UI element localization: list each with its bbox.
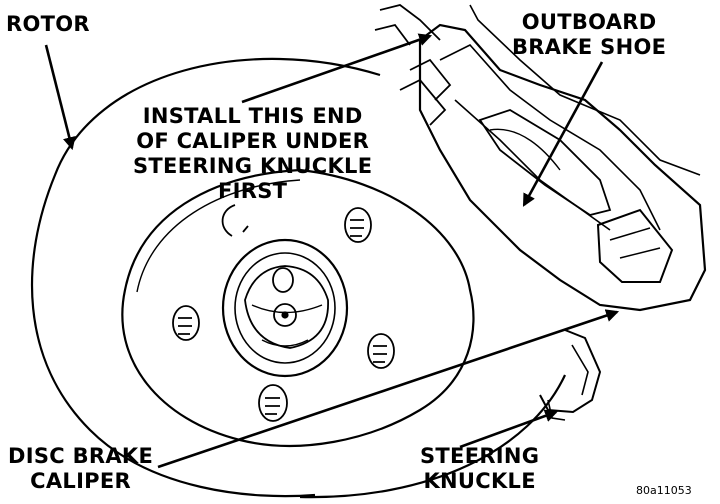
- disc-brake-caliper: [418, 23, 707, 312]
- disc-brake-caliper-label: DISC BRAKE CALIPER: [8, 444, 153, 494]
- install-label-line-1: INSTALL THIS END: [142, 104, 363, 128]
- install-label-line-2: OF CALIPER UNDER: [136, 129, 370, 153]
- rotor-lower-edge: [299, 374, 566, 499]
- rotor-face: [121, 168, 475, 447]
- install-label-line-4: FIRST: [218, 179, 288, 203]
- rotor-arrow: [44, 44, 76, 151]
- figure-code: 80a11053: [636, 484, 692, 497]
- steering-knuckle: [539, 329, 602, 414]
- caliper-arrow: [157, 309, 620, 469]
- stud-hole: [221, 204, 249, 237]
- outboard-brake-shoe-label: OUTBOARD BRAKE SHOE: [512, 10, 666, 60]
- install-instruction-label: INSTALL THIS END OF CALIPER UNDER STEERI…: [133, 104, 372, 204]
- knuckle-arrow: [459, 409, 559, 449]
- rotor-outer-edge: [31, 57, 381, 498]
- caliper-hardware: [374, 4, 447, 126]
- wheel-stud: [344, 207, 372, 243]
- outboard-arrow: [522, 61, 604, 207]
- rotor-label: ROTOR: [6, 12, 90, 37]
- wheel-stud: [367, 333, 395, 369]
- install-arrow: [241, 33, 433, 104]
- rotor-label-text: ROTOR: [6, 12, 90, 36]
- wheel-stud: [258, 384, 288, 422]
- install-label-line-3: STEERING KNUCKLE: [133, 154, 373, 178]
- spindle-nut: [244, 265, 329, 349]
- wheel-stud: [172, 305, 200, 341]
- knuckle-label-line-2: KNUCKLE: [423, 469, 536, 493]
- outboard-brake-shoe: [478, 109, 612, 216]
- disc-label-line-2: CALIPER: [30, 469, 131, 493]
- knuckle-label-line-1: STEERING: [420, 444, 540, 468]
- disc-label-line-1: DISC BRAKE: [8, 444, 154, 468]
- caliper-guide-pin: [596, 208, 674, 283]
- outboard-label-line-1: OUTBOARD: [521, 10, 657, 34]
- steering-knuckle-label: STEERING KNUCKLE: [420, 444, 539, 494]
- hub: [221, 238, 349, 378]
- outboard-label-line-2: BRAKE SHOE: [512, 35, 667, 59]
